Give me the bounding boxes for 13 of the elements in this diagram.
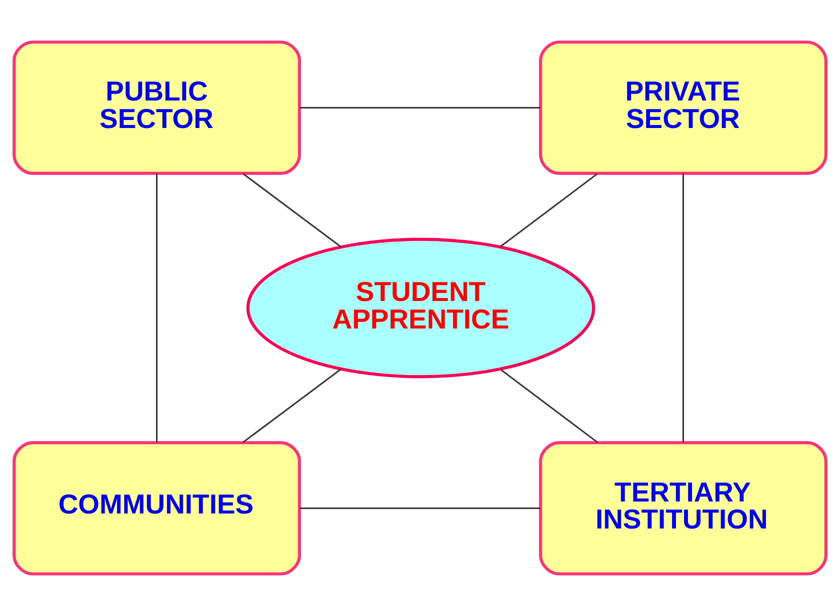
connector	[156, 172, 158, 442]
node-ellipse: STUDENT APPRENTICE	[246, 237, 596, 378]
connector	[682, 172, 684, 442]
connector	[500, 172, 598, 247]
connector	[300, 507, 540, 509]
node-box: PRIVATE SECTOR	[539, 40, 828, 174]
connector	[500, 368, 598, 443]
node-box: TERTIARY INSTITUTION	[539, 440, 828, 575]
node-box: COMMUNITIES	[12, 440, 301, 575]
connector	[242, 172, 342, 247]
node-box: PUBLIC SECTOR	[12, 40, 301, 174]
connector	[300, 106, 540, 108]
connector	[242, 368, 342, 443]
